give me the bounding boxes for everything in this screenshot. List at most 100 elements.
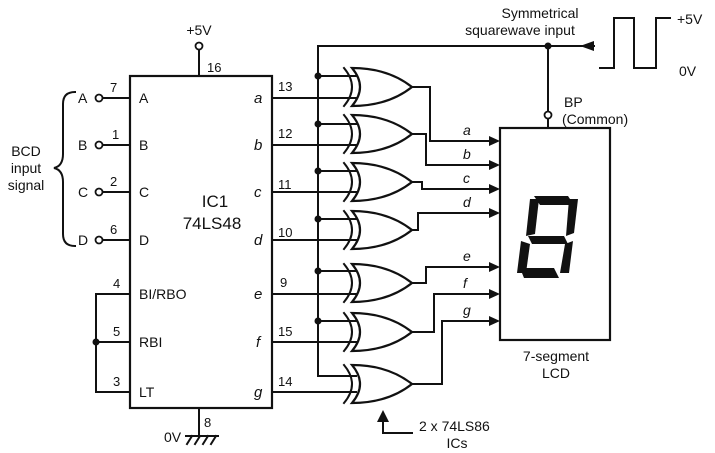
svg-text:7: 7 bbox=[110, 80, 117, 95]
xor-gate-body bbox=[349, 363, 414, 405]
xor-gate-a bbox=[342, 66, 414, 108]
svg-text:3: 3 bbox=[113, 374, 120, 389]
xor-gate-body bbox=[349, 262, 414, 304]
svg-text:BI/RBO: BI/RBO bbox=[139, 286, 187, 302]
svg-text:5: 5 bbox=[113, 324, 120, 339]
route-g: g bbox=[411, 302, 500, 385]
squarewave-icon bbox=[599, 17, 671, 69]
bp-label-line2: (Common) bbox=[562, 111, 628, 127]
xor-gate-b bbox=[342, 113, 414, 155]
svg-text:1: 1 bbox=[112, 127, 119, 142]
ic1-name: IC1 bbox=[202, 192, 228, 211]
xor-gate-body bbox=[349, 113, 414, 155]
svg-text:9: 9 bbox=[280, 275, 287, 290]
segment-c bbox=[560, 241, 573, 273]
route-arrow-icon bbox=[489, 262, 500, 272]
xor-gate-e bbox=[342, 262, 414, 304]
route-c: c bbox=[411, 170, 500, 194]
ic1-part: 74LS48 bbox=[183, 214, 242, 233]
bcd-inputs: A 7 A B 1 B C 2 C D 6 D bbox=[78, 80, 149, 248]
square-label-line2: squarewave input bbox=[465, 22, 575, 38]
xor-gate-curve bbox=[342, 161, 353, 203]
svg-text:4: 4 bbox=[113, 276, 120, 291]
route-d: d bbox=[411, 194, 500, 231]
gnd-pin-number: 8 bbox=[204, 415, 211, 430]
bcd-label-line3: signal bbox=[8, 177, 45, 193]
segment-wires bbox=[271, 97, 357, 393]
xor-gate-g bbox=[342, 363, 414, 405]
svg-text:b: b bbox=[254, 137, 262, 154]
vcc-pin-number: 16 bbox=[207, 60, 221, 75]
svg-text:D: D bbox=[139, 232, 149, 248]
svg-text:13: 13 bbox=[278, 79, 292, 94]
segment-f bbox=[526, 199, 539, 236]
gates-label-line2: ICs bbox=[447, 435, 468, 451]
bcd-label-line2: input bbox=[11, 160, 41, 176]
input-arrow-icon bbox=[580, 41, 594, 51]
svg-text:d: d bbox=[254, 232, 263, 249]
input-a: A 7 A bbox=[78, 80, 149, 106]
xor-gate-curve bbox=[342, 66, 353, 108]
route-arrow-icon bbox=[489, 160, 500, 170]
input-c: C 2 C bbox=[78, 174, 149, 200]
xor-gate-body bbox=[349, 209, 414, 251]
route-e: e bbox=[411, 248, 500, 284]
route-b: b bbox=[411, 133, 500, 170]
route-f: f bbox=[411, 275, 500, 333]
svg-text:14: 14 bbox=[278, 374, 292, 389]
svg-text:A: A bbox=[78, 90, 88, 106]
xor-gate-curve bbox=[342, 113, 353, 155]
control-pins: 4 5 3 BI/RBO RBI LT bbox=[92, 276, 187, 400]
lcd-input-label-g: g bbox=[463, 302, 471, 318]
svg-text:LT: LT bbox=[139, 384, 155, 400]
svg-text:C: C bbox=[139, 184, 149, 200]
bp-label-line1: BP bbox=[564, 94, 583, 110]
svg-text:10: 10 bbox=[278, 225, 292, 240]
xor-gate-body bbox=[349, 66, 414, 108]
xor-gate-curve bbox=[342, 209, 353, 251]
xor-gates bbox=[342, 66, 414, 405]
lcd-input-label-a: a bbox=[463, 122, 471, 138]
svg-text:f: f bbox=[256, 334, 262, 351]
ic1-outputs: a b c d e f g 13 12 11 10 9 15 14 bbox=[254, 79, 292, 401]
gates-arrow-icon bbox=[377, 410, 389, 422]
svg-text:2: 2 bbox=[110, 174, 117, 189]
xor-gate-curve bbox=[342, 363, 353, 405]
svg-text:e: e bbox=[254, 286, 262, 303]
svg-text:B: B bbox=[78, 137, 87, 153]
svg-text:B: B bbox=[139, 137, 148, 153]
svg-text:6: 6 bbox=[110, 222, 117, 237]
xor-gate-body bbox=[349, 161, 414, 203]
square-high-label: +5V bbox=[677, 11, 703, 27]
lcd-input-label-b: b bbox=[463, 146, 471, 162]
input-d: D 6 D bbox=[78, 222, 149, 248]
lcd-label-line2: LCD bbox=[542, 365, 570, 381]
square-low-label: 0V bbox=[679, 63, 697, 79]
xor-gate-body bbox=[349, 311, 414, 353]
route-arrow-icon bbox=[489, 184, 500, 194]
segment-g bbox=[528, 236, 568, 244]
svg-text:11: 11 bbox=[278, 177, 292, 192]
svg-text:15: 15 bbox=[278, 324, 292, 339]
svg-text:12: 12 bbox=[278, 126, 292, 141]
xor-gate-f bbox=[342, 311, 414, 353]
seven-segment-digit bbox=[517, 196, 578, 278]
lcd-input-label-f: f bbox=[463, 275, 469, 291]
lcd-body bbox=[498, 126, 612, 342]
gates-label-line1: 2 x 74LS86 bbox=[419, 418, 490, 434]
xor-gate-d bbox=[342, 209, 414, 251]
svg-text:g: g bbox=[254, 384, 263, 401]
route-arrow-icon bbox=[489, 136, 500, 146]
vcc-terminal bbox=[194, 41, 204, 51]
xor-gate-curve bbox=[342, 311, 353, 353]
segment-a bbox=[534, 196, 574, 205]
ic1-body bbox=[128, 74, 274, 410]
lcd-input-label-e: e bbox=[463, 248, 471, 264]
xor-gate-curve bbox=[342, 262, 353, 304]
input-b: B 1 B bbox=[78, 127, 148, 153]
route-arrow-icon bbox=[489, 316, 500, 326]
route-a: a bbox=[411, 86, 500, 146]
svg-text:RBI: RBI bbox=[139, 334, 162, 350]
